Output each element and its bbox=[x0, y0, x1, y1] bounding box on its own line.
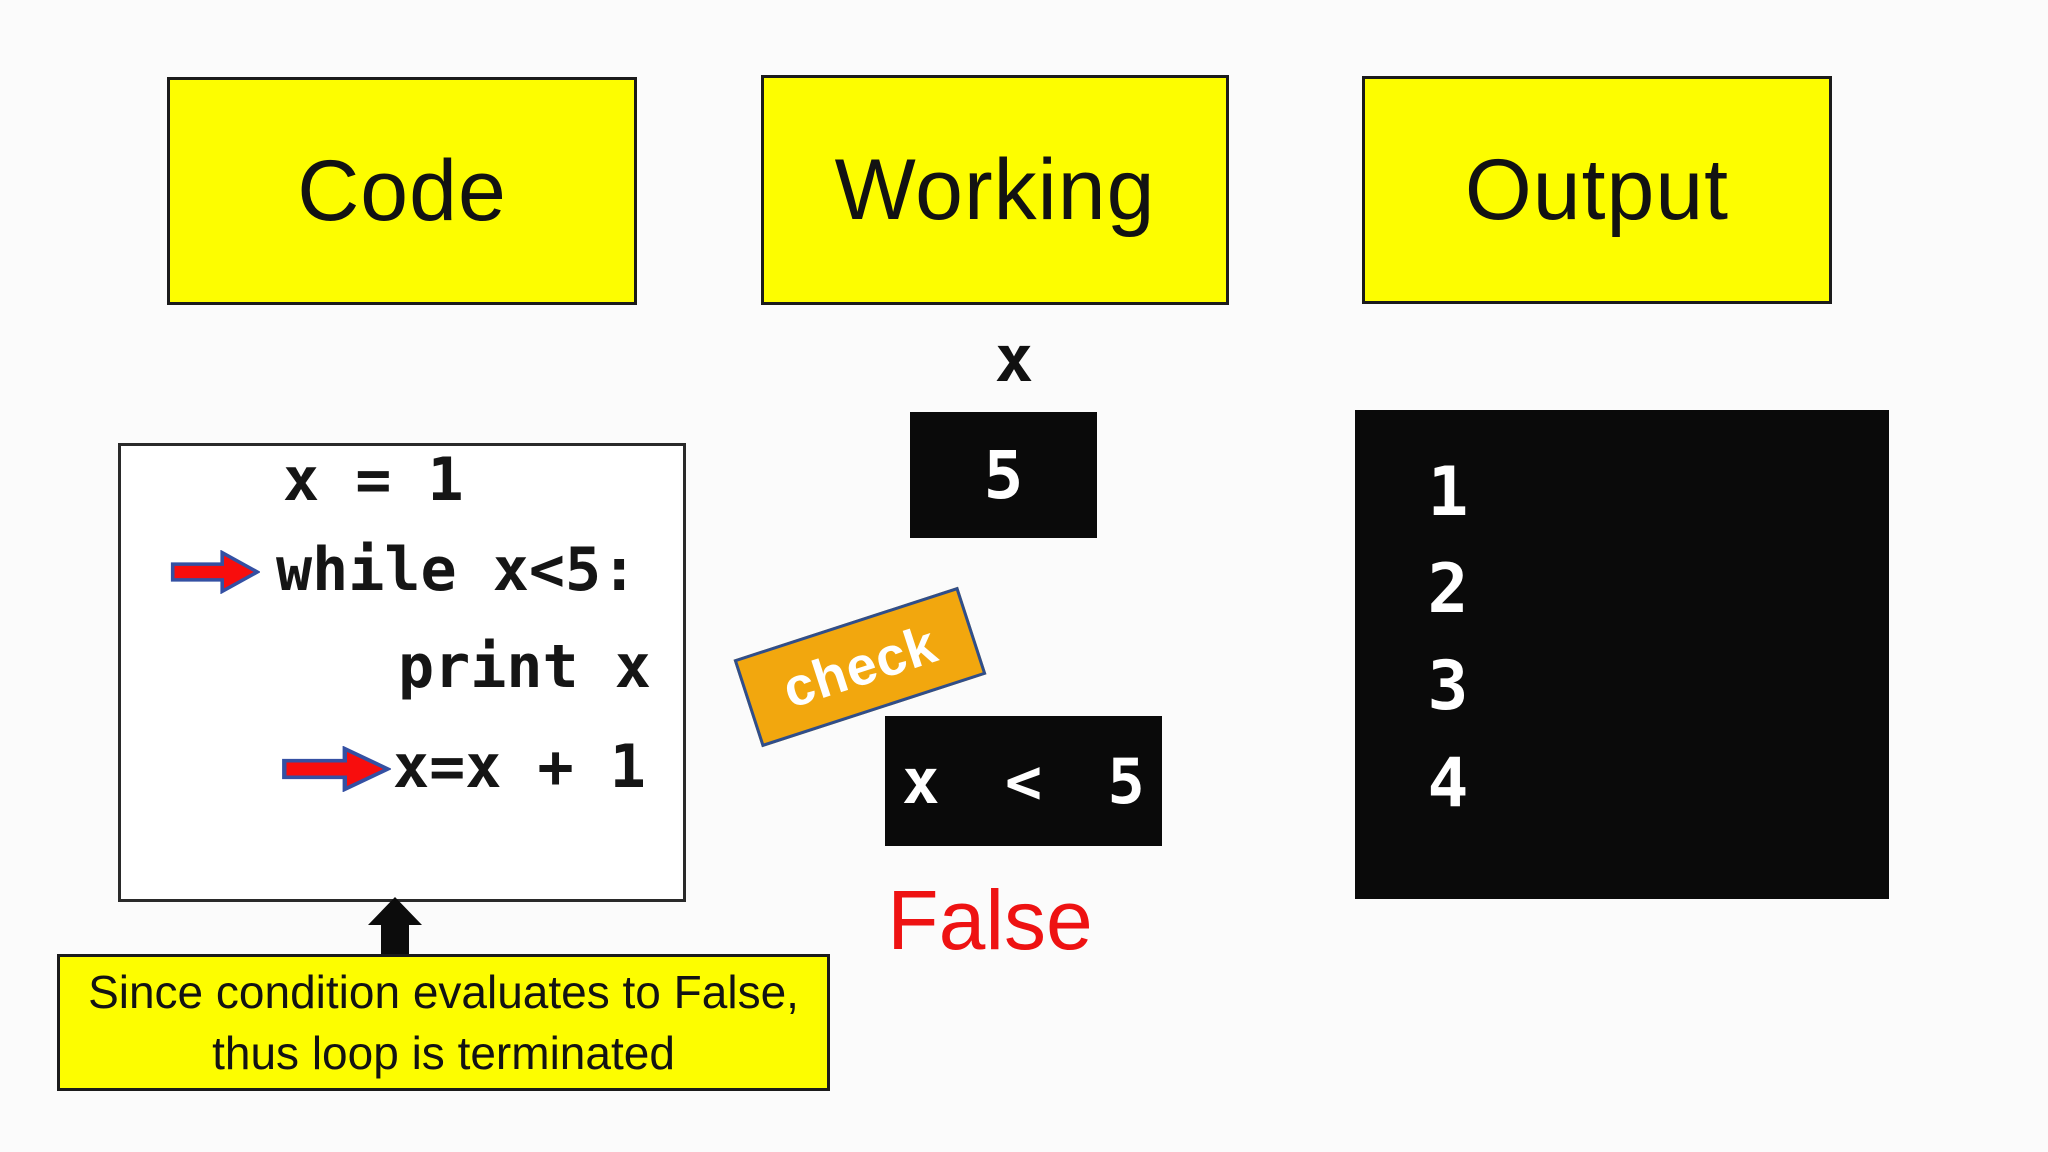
code-line-print: print x bbox=[398, 632, 651, 702]
output-value: 1 bbox=[1427, 453, 1469, 532]
code-line-increment: x=x + 1 bbox=[393, 732, 646, 802]
arrow-up-icon bbox=[368, 897, 422, 954]
variable-name-label: x bbox=[994, 323, 1034, 397]
header-working: Working bbox=[761, 75, 1229, 305]
code-line-while: while x<5: bbox=[276, 535, 638, 605]
header-output-label: Output bbox=[1464, 141, 1730, 238]
termination-note-line1: Since condition evaluates to False, bbox=[88, 965, 799, 1018]
header-output: Output bbox=[1362, 76, 1832, 304]
execution-arrow-increment-icon bbox=[282, 746, 391, 792]
code-panel bbox=[118, 443, 686, 902]
condition-box: x < 5 bbox=[885, 716, 1162, 846]
header-code-label: Code bbox=[297, 142, 507, 239]
variable-value-box: 5 bbox=[910, 412, 1097, 538]
header-working-label: Working bbox=[834, 141, 1156, 238]
termination-note: Since condition evaluates to False, thus… bbox=[57, 954, 830, 1091]
output-value: 2 bbox=[1427, 550, 1469, 629]
header-code: Code bbox=[167, 77, 637, 305]
output-console: 1 2 3 4 bbox=[1355, 410, 1889, 899]
execution-arrow-while-icon bbox=[170, 550, 260, 594]
condition-result: False bbox=[887, 873, 1093, 967]
code-line-assignment: x = 1 bbox=[283, 445, 464, 515]
variable-value: 5 bbox=[983, 436, 1024, 514]
check-badge-label: check bbox=[775, 614, 945, 720]
output-value: 4 bbox=[1427, 744, 1469, 823]
output-value: 3 bbox=[1427, 647, 1469, 726]
condition-expression: x < 5 bbox=[902, 744, 1159, 818]
termination-note-line2: thus loop is terminated bbox=[212, 1026, 675, 1079]
